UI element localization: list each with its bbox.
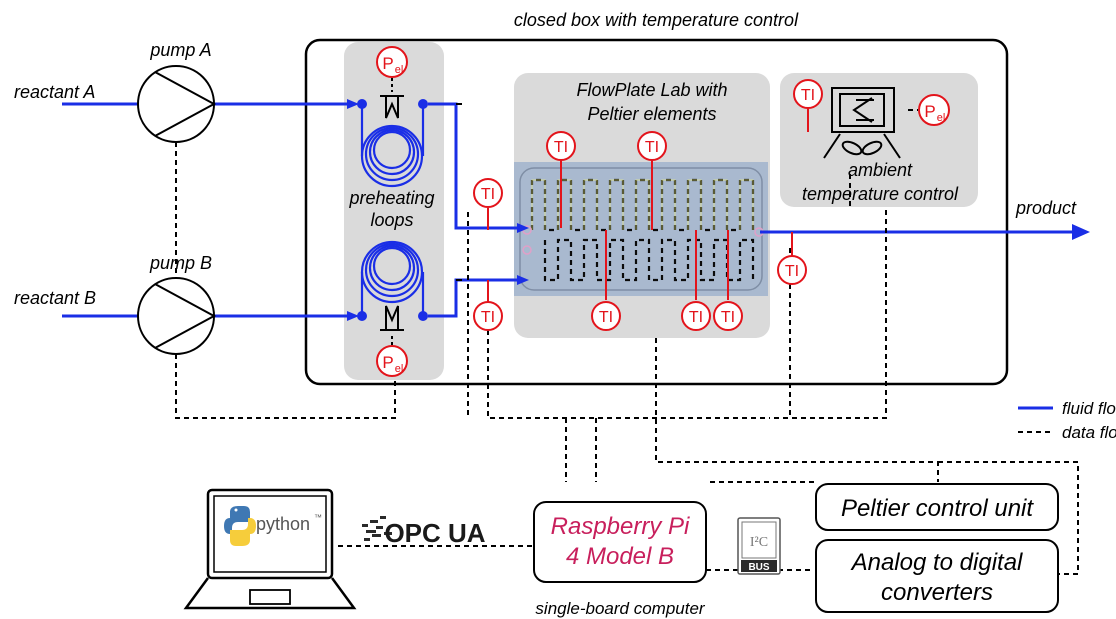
svg-text:TI: TI	[481, 186, 495, 203]
heater-b	[380, 305, 404, 331]
python-tm: ™	[314, 513, 322, 522]
sbc-label: single-board computer	[535, 599, 705, 618]
data-lines	[175, 109, 1079, 575]
i2c-bus-logo: I²C BUS	[737, 517, 781, 575]
ti-sensor-inlet-b: TI	[473, 301, 503, 331]
svg-text:OPC UA: OPC UA	[384, 518, 485, 548]
laptop	[183, 488, 357, 610]
flowplate-label-1: FlowPlate Lab with	[576, 80, 727, 100]
svg-text:TI: TI	[689, 309, 703, 326]
python-label: python	[256, 514, 310, 534]
fluid-lines	[62, 102, 1072, 410]
pump-b-label: pump B	[149, 253, 212, 273]
reactant-a-label: reactant A	[14, 82, 95, 102]
svg-text:TI: TI	[645, 139, 659, 156]
flow-arrowheads	[347, 99, 1090, 321]
pel-badge-ambient: P el	[918, 94, 950, 126]
legend-data-flow: data flow	[1062, 423, 1116, 442]
reactant-b-label: reactant B	[14, 288, 96, 308]
adc-label-1: Analog to digital	[850, 549, 1023, 576]
raspberry-pi-label-2: 4 Model B	[566, 543, 674, 570]
adc-box	[815, 539, 1059, 613]
preheating-panel	[344, 42, 444, 380]
preheating-label-1: preheating	[348, 188, 434, 208]
svg-text:TI: TI	[599, 309, 613, 326]
ambient-control-unit	[823, 87, 901, 159]
ambient-label-1: ambient	[848, 160, 913, 180]
ti-sensors	[487, 108, 809, 302]
ambient-label-2: temperature control	[802, 184, 959, 204]
heater-a	[380, 95, 404, 119]
svg-text:el: el	[937, 112, 946, 124]
svg-text:TI: TI	[554, 139, 568, 156]
ti-sensor-plate-1: TI	[546, 131, 576, 161]
ti-sensor-ambient: TI	[793, 79, 823, 109]
pump-a-label: pump A	[149, 40, 211, 60]
svg-text:el: el	[395, 363, 404, 375]
ti-sensor-plate-3: TI	[591, 301, 621, 331]
raspberry-pi-box	[533, 501, 707, 583]
peltier-control-unit-label: Peltier control unit	[841, 495, 1034, 522]
flowplate-label-2: Peltier elements	[587, 104, 716, 124]
svg-text:TI: TI	[721, 309, 735, 326]
svg-text:I²C: I²C	[750, 535, 768, 550]
svg-text:P: P	[382, 54, 393, 73]
svg-text:TI: TI	[801, 87, 815, 104]
legend-fluid-flow: fluid flow	[1062, 399, 1116, 418]
python-logo-icon	[224, 506, 256, 546]
pump-a	[137, 65, 217, 143]
svg-text:TI: TI	[785, 263, 799, 280]
svg-text:el: el	[395, 64, 404, 76]
preheating-loop-b	[360, 240, 425, 316]
opc-ua-logo: OPC UA	[362, 516, 486, 548]
ti-sensor-plate-5: TI	[713, 301, 743, 331]
preheating-loop-a	[360, 104, 425, 188]
ti-sensor-plate-2: TI	[637, 131, 667, 161]
ti-badges: TI TI TI TI TI TI TI TI TI	[473, 79, 823, 331]
ti-sensor-outlet: TI	[777, 255, 807, 285]
pel-badge-preheat-a: P el	[376, 46, 408, 78]
peltier-control-unit-box	[815, 483, 1059, 531]
ti-sensor-inlet-a: TI	[473, 178, 503, 208]
svg-text:BUS: BUS	[748, 562, 769, 573]
svg-text:TI: TI	[481, 309, 495, 326]
closed-box-label: closed box with temperature control	[514, 10, 799, 30]
adc-label-2: converters	[881, 579, 993, 606]
pump-b	[137, 277, 217, 355]
product-label: product	[1015, 198, 1077, 218]
raspberry-pi-label-1: Raspberry Pi	[551, 513, 690, 540]
preheating-label-2: loops	[370, 210, 413, 230]
svg-text:P: P	[924, 102, 935, 121]
pel-badge-preheat-b: P el	[376, 345, 408, 377]
ti-sensor-plate-4: TI	[681, 301, 711, 331]
flowplate	[514, 162, 768, 296]
svg-text:P: P	[382, 353, 393, 372]
